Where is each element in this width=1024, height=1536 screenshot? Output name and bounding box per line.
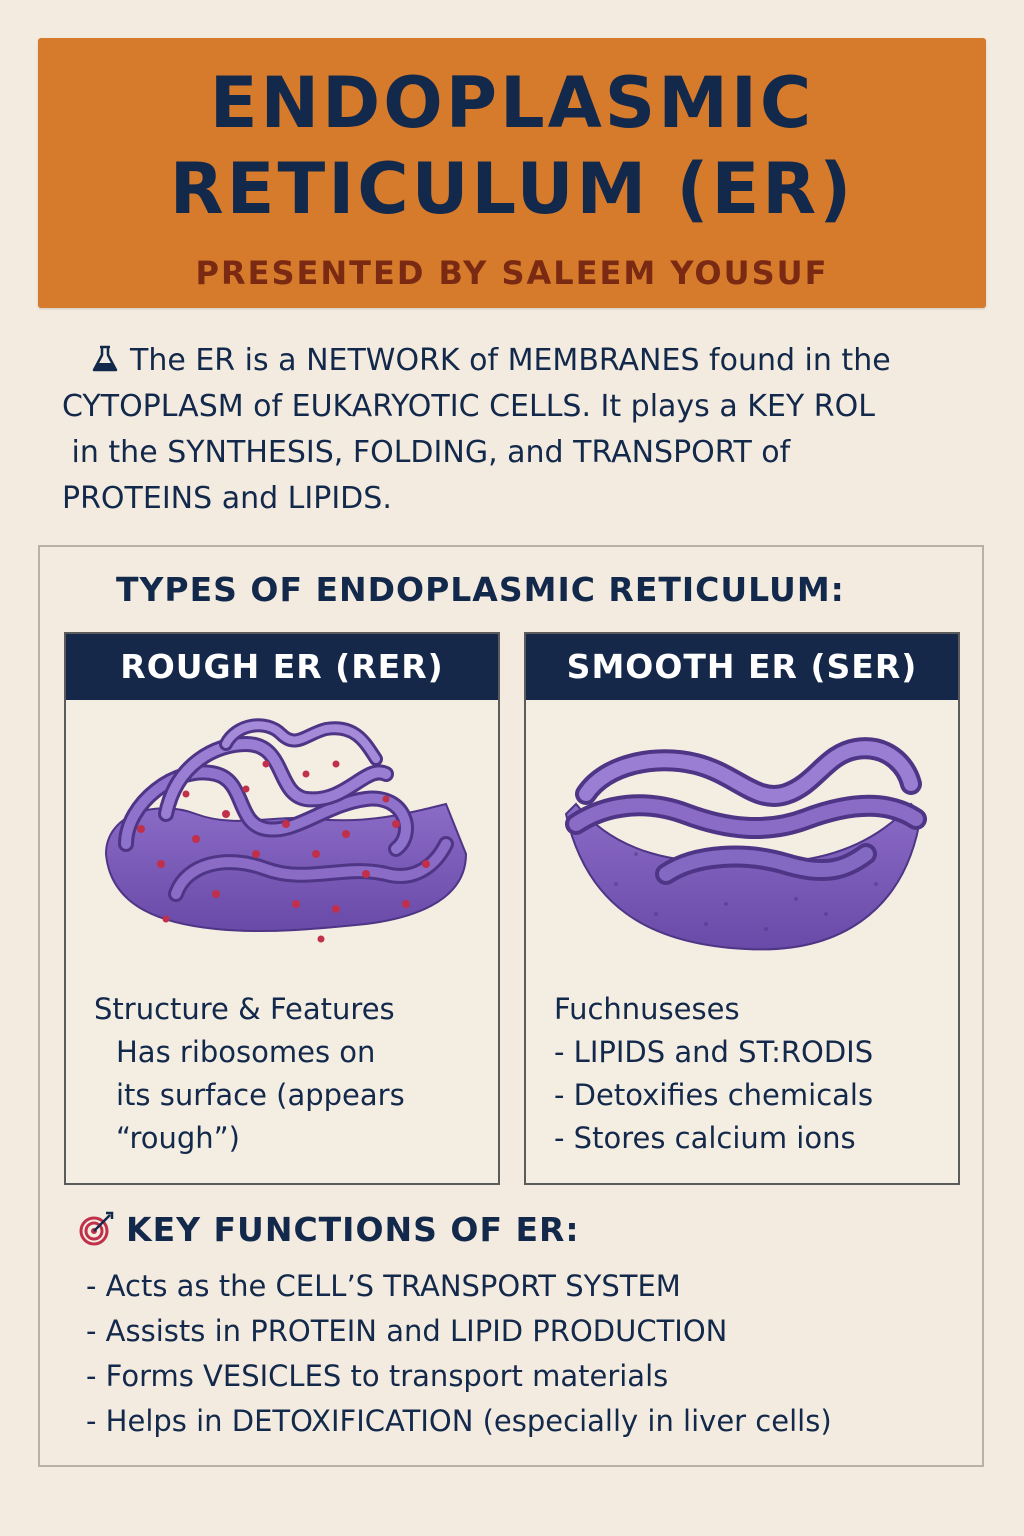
rough-er-line-4: “rough”) bbox=[116, 1121, 240, 1155]
rough-er-line-1: Structure & Features bbox=[94, 992, 395, 1026]
intro-paragraph: The ER is a NETWORK of MEMBRANES found i… bbox=[62, 338, 992, 522]
rough-er-card: ROUGH ER (RER) Structure bbox=[64, 632, 500, 1185]
title-line-1: ENDOPLASMIC bbox=[209, 62, 815, 144]
intro-line-3: in the SYNTHESIS, FOLDING, and TRANSPORT… bbox=[62, 435, 791, 470]
smooth-er-card: SMOOTH ER (SER) Fuchnuseses - LIPIDS and… bbox=[524, 632, 960, 1185]
intro-line-1: The ER is a NETWORK of MEMBRANES found i… bbox=[62, 338, 992, 384]
key-function-item-1: - Acts as the CELL’S TRANSPORT SYSTEM bbox=[86, 1269, 681, 1303]
flask-icon bbox=[92, 345, 118, 372]
key-functions-heading-text: KEY FUNCTIONS OF ER: bbox=[126, 1210, 580, 1249]
key-functions-list: - Acts as the CELL’S TRANSPORT SYSTEM - … bbox=[86, 1264, 832, 1444]
types-heading: TYPES OF ENDOPLASMIC RETICULUM: bbox=[116, 570, 845, 609]
smooth-er-line-2: - LIPIDS and ST:RODIS bbox=[554, 1035, 874, 1069]
rough-er-title: ROUGH ER (RER) bbox=[66, 634, 498, 700]
smooth-er-line-3: - Detoxifies chemicals bbox=[554, 1078, 874, 1112]
page-title: ENDOPLASMIC RETICULUM (ER) bbox=[38, 60, 986, 232]
subtitle: PRESENTED BY SALEEM YOUSUF bbox=[195, 254, 829, 292]
types-panel bbox=[38, 545, 984, 1467]
key-function-item-4: - Helps in DETOXIFICATION (especially in… bbox=[86, 1404, 832, 1438]
title-line-2: RETICULUM (ER) bbox=[169, 148, 855, 230]
intro-line-4: PROTEINS and LIPIDS. bbox=[62, 481, 392, 516]
smooth-er-line-4: - Stores calcium ions bbox=[554, 1121, 856, 1155]
smooth-er-title: SMOOTH ER (SER) bbox=[526, 634, 958, 700]
key-functions-heading: KEY FUNCTIONS OF ER: bbox=[78, 1210, 580, 1249]
ribosome-dots bbox=[137, 760, 430, 943]
rough-er-illustration bbox=[104, 718, 468, 943]
title-banner: ENDOPLASMIC RETICULUM (ER) PRESENTED BY … bbox=[38, 38, 986, 308]
smooth-er-description: Fuchnuseses - LIPIDS and ST:RODIS - Deto… bbox=[554, 988, 873, 1160]
rough-er-description: Structure & Features Has ribosomes on it… bbox=[94, 988, 405, 1160]
smooth-er-line-1: Fuchnuseses bbox=[554, 992, 740, 1026]
target-icon bbox=[79, 1211, 114, 1246]
key-function-item-3: - Forms VESICLES to transport materials bbox=[86, 1359, 669, 1393]
key-function-item-2: - Assists in PROTEIN and LIPID PRODUCTIO… bbox=[86, 1314, 728, 1348]
intro-line-text-1: The ER is a NETWORK of MEMBRANES found i… bbox=[130, 343, 891, 378]
intro-line-2: CYTOPLASM of EUKARYOTIC CELLS. It plays … bbox=[62, 389, 875, 424]
rough-er-line-3: its surface (appears bbox=[116, 1078, 405, 1112]
texture-dots bbox=[614, 852, 878, 931]
rough-er-line-2: Has ribosomes on bbox=[116, 1035, 376, 1069]
smooth-er-illustration bbox=[564, 737, 927, 951]
